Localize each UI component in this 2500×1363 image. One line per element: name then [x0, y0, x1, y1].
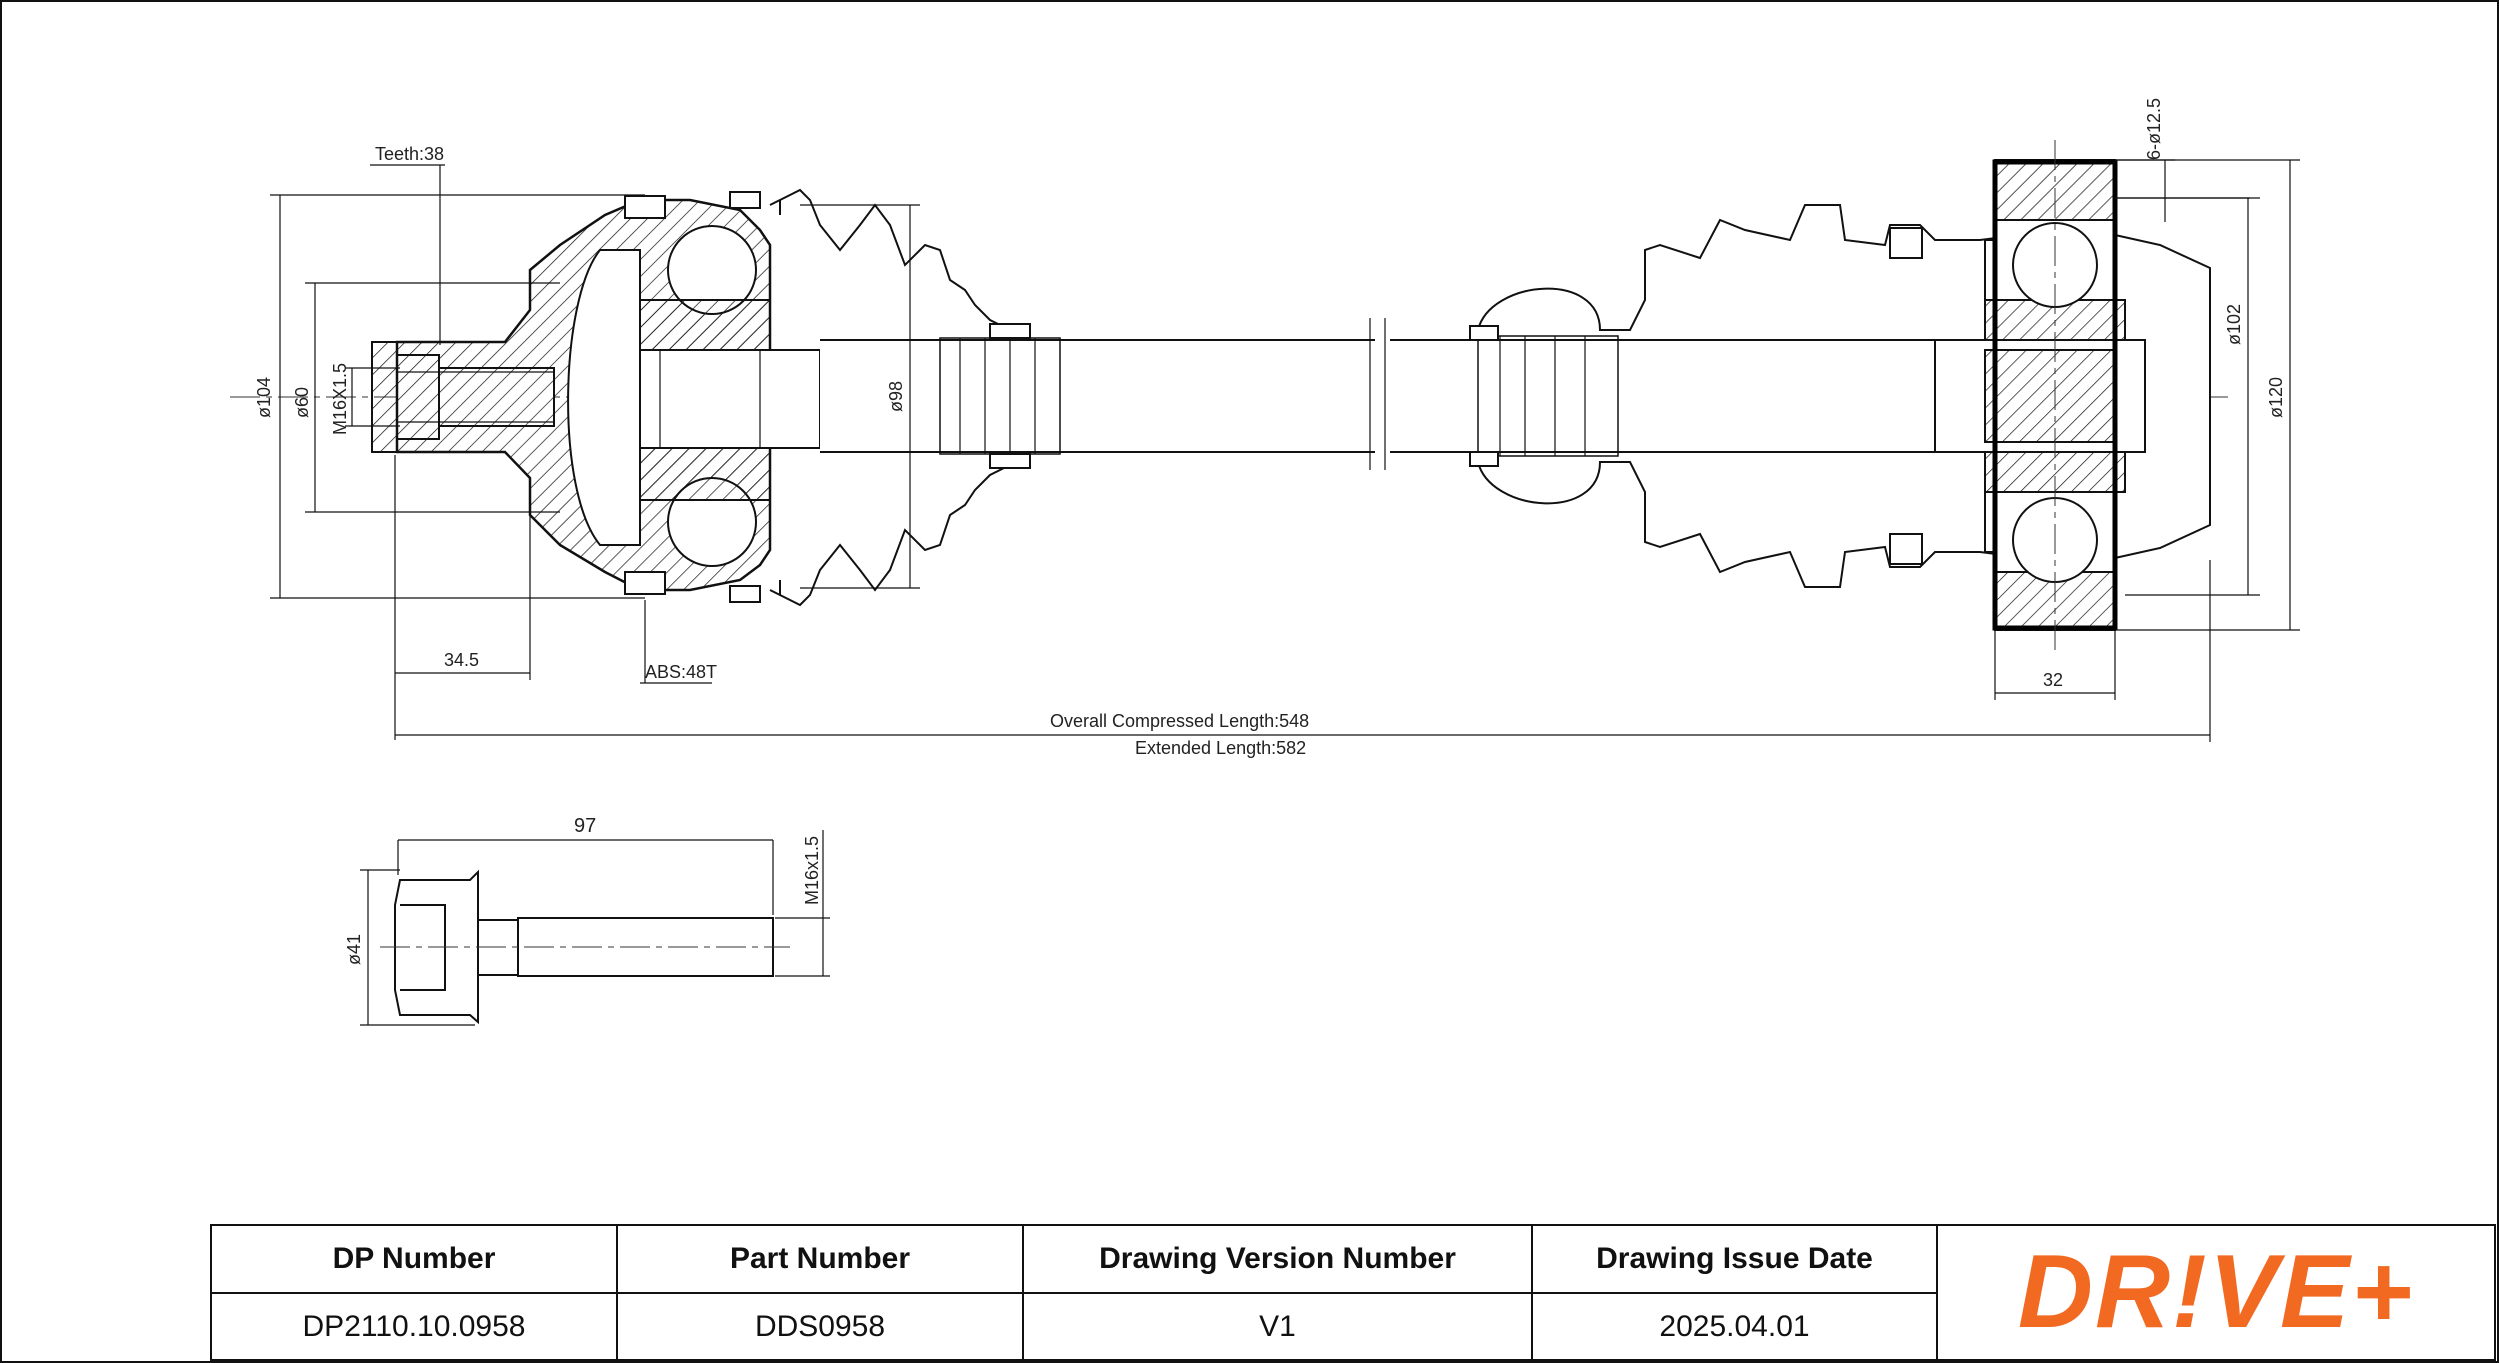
- extended-length-label: Extended Length:582: [1135, 738, 1306, 758]
- left-boot: [769, 188, 1026, 345]
- teeth-label: Teeth:38: [375, 144, 444, 164]
- left-boot-lower: [769, 450, 1026, 607]
- dim-32-label: 32: [2043, 670, 2063, 690]
- bolt-head-label: ø41: [344, 934, 364, 965]
- dim-104-label: ø104: [254, 377, 274, 418]
- value-part-number: DDS0958: [618, 1294, 1024, 1359]
- value-issue-date: 2025.04.01: [1533, 1294, 1938, 1359]
- dim-holes-label: 6-ø12.5: [2144, 98, 2164, 160]
- dim-60-label: ø60: [292, 387, 312, 418]
- title-block: DP Number Part Number Drawing Version Nu…: [210, 1224, 2496, 1361]
- shaft: [820, 318, 2020, 470]
- abs-label: ABS:48T: [645, 662, 717, 682]
- outer-cv-joint: [395, 195, 821, 595]
- dim-98-label: ø98: [886, 381, 906, 412]
- dim-thread-left-label: M16X1.5: [330, 363, 350, 435]
- bolt-drawing: 97 M16x1.5 ø41: [344, 815, 830, 1026]
- dimensions: Teeth:38 ø104 ø60 M16X1.5 ø98 34.5 ABS:4…: [254, 98, 2300, 758]
- left-clamp-bottom: [989, 453, 1031, 469]
- header-dp-number: DP Number: [212, 1226, 618, 1294]
- bolt-thread-label: M16x1.5: [802, 836, 822, 905]
- header-issue-date: Drawing Issue Date: [1533, 1226, 1938, 1294]
- overall-compressed-label: Overall Compressed Length:548: [1050, 711, 1309, 731]
- dim-102-label: ø102: [2224, 304, 2244, 345]
- right-boot: [1477, 204, 2021, 331]
- right-boot-lower: [1477, 461, 2021, 588]
- header-part-number: Part Number: [618, 1226, 1024, 1294]
- value-dp-number: DP2110.10.0958: [212, 1294, 618, 1359]
- driveshaft-drawing: [230, 140, 2230, 650]
- bolt-length-label: 97: [574, 815, 596, 837]
- logo-text: DR!VE+: [2017, 1234, 2415, 1350]
- inner-cv-joint: [1934, 140, 2211, 650]
- left-clamp-top: [989, 323, 1031, 339]
- brand-logo: DR!VE+: [1938, 1226, 2494, 1359]
- dim-34-5-label: 34.5: [444, 650, 479, 670]
- header-drawing-version: Drawing Version Number: [1024, 1226, 1533, 1294]
- dim-120-label: ø120: [2266, 377, 2286, 418]
- value-drawing-version: V1: [1024, 1294, 1533, 1359]
